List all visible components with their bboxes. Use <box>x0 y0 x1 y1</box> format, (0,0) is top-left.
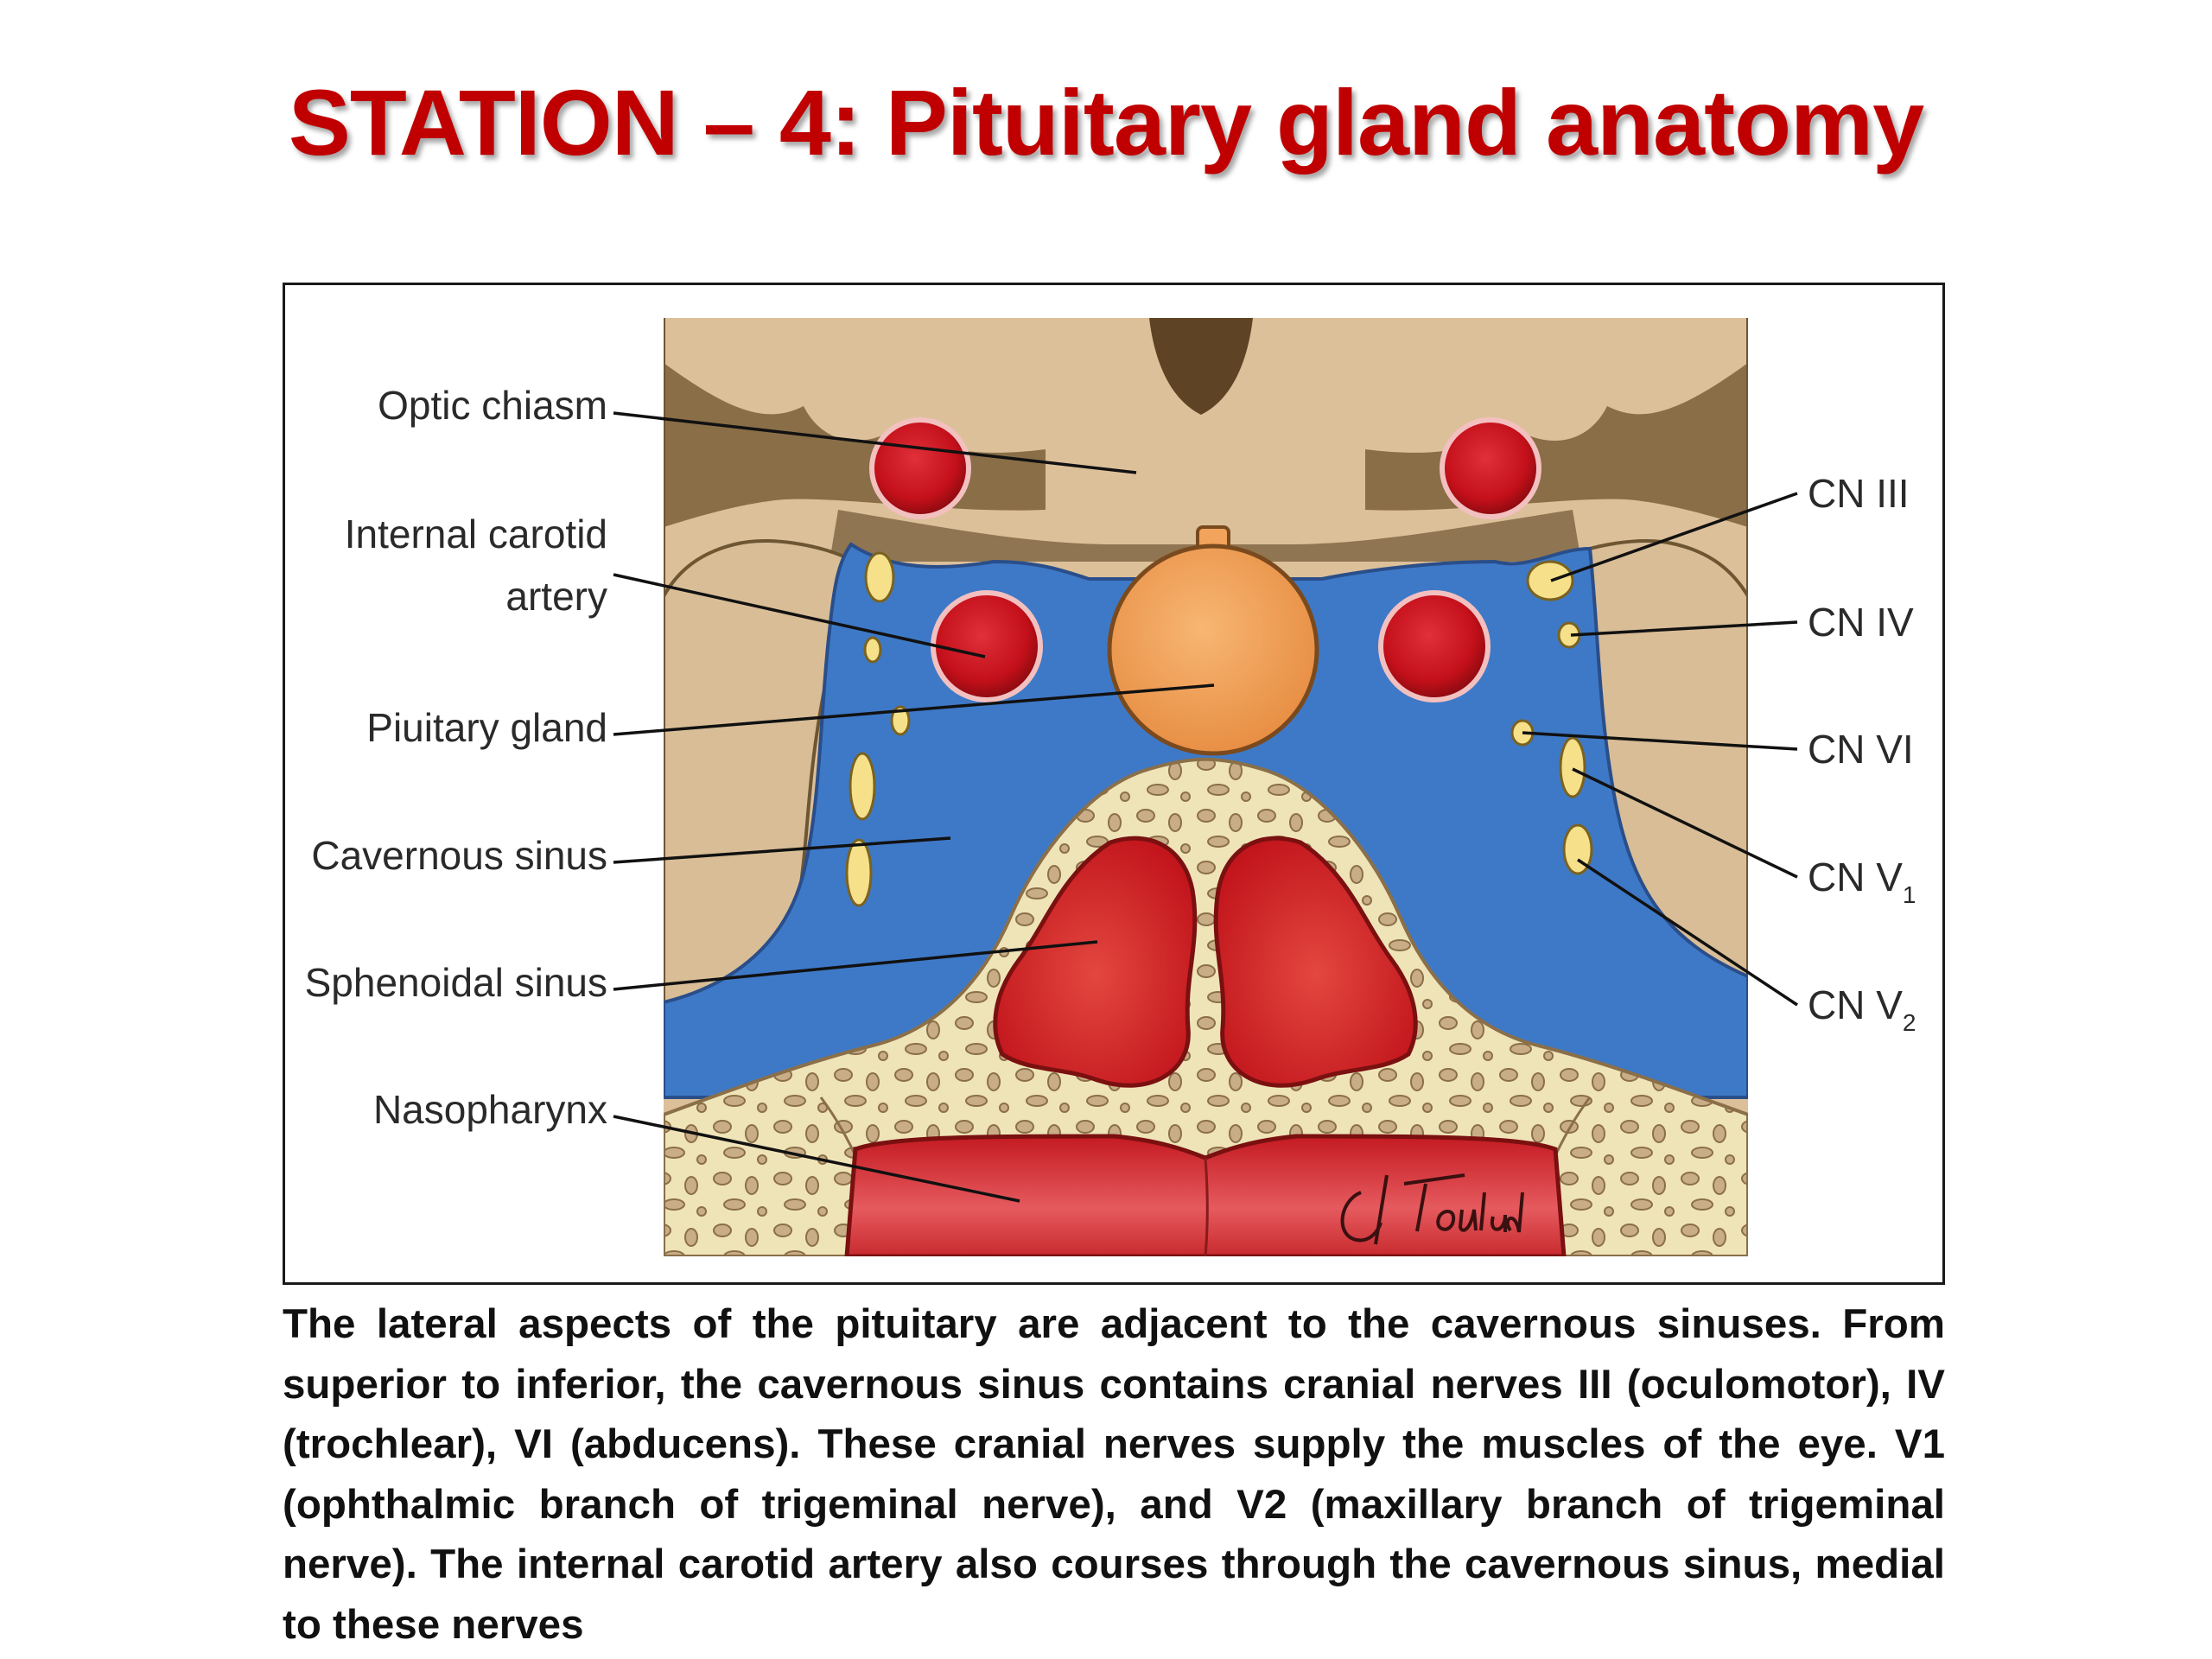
diagram-svg: Optic chiasm Internal carotid artery Piu… <box>305 318 1916 1256</box>
sphenoidal-sinus-right <box>1213 836 1418 1088</box>
midline-fissure <box>1149 318 1253 415</box>
leader-cavernous-sinus <box>613 836 951 864</box>
nerve-cn3-right <box>1526 560 1574 601</box>
leader-cn-v2 <box>1577 858 1798 1007</box>
leader-lines <box>613 411 1798 1203</box>
nerve-left-4 <box>849 752 876 821</box>
nasopharynx <box>844 1134 1567 1256</box>
artery-upper-right <box>1440 417 1541 519</box>
leader-cn-v1 <box>1572 767 1798 879</box>
caption-text: The lateral aspects of the pituitary are… <box>283 1301 1945 1648</box>
label-cn-iii: CN III <box>1808 471 1910 516</box>
label-cn-v1-main: CN V <box>1808 855 1903 899</box>
label-optic-chiasm: Optic chiasm <box>378 383 607 428</box>
sphenoid-bone <box>664 757 1748 1256</box>
artery-upper-left <box>869 417 971 519</box>
nerve-v2-right <box>1562 823 1593 875</box>
leader-pituitary-gland <box>613 683 1215 736</box>
internal-carotid-left <box>931 590 1043 702</box>
nerve-left-1 <box>864 551 895 603</box>
leader-optic-chiasm <box>613 411 1137 474</box>
label-internal-carotid: Internal carotid <box>345 512 607 556</box>
label-cn-v2-main: CN V <box>1808 982 1903 1027</box>
artist-signature <box>1340 1173 1524 1245</box>
label-artery: artery <box>505 574 607 619</box>
label-cn-v1-sub: 1 <box>1903 881 1916 908</box>
leader-cn-iii <box>1550 492 1798 582</box>
illustration-panel <box>664 318 1748 1256</box>
label-cn-v2: CN V2 <box>1808 982 1916 1036</box>
internal-carotid-right <box>1378 590 1491 702</box>
label-nasopharynx: Nasopharynx <box>373 1087 607 1132</box>
nerve-left-5 <box>845 838 873 907</box>
nerve-left-2 <box>863 636 882 664</box>
sphenoidal-sinus-left <box>993 836 1198 1088</box>
slide-title: STATION – 4: Pituitary gland anatomy <box>288 70 1924 175</box>
pituitary-gland <box>1107 543 1319 756</box>
label-sphenoidal-sinus: Sphenoidal sinus <box>305 960 607 1005</box>
label-cn-iv: CN IV <box>1808 600 1914 645</box>
label-cavernous-sinus: Cavernous sinus <box>311 833 607 878</box>
label-pituitary-gland: Piuitary gland <box>366 705 607 750</box>
nerve-left-3 <box>890 705 911 736</box>
nasopharynx-midline <box>1204 1157 1209 1256</box>
pituitary-diagram: Optic chiasm Internal carotid artery Piu… <box>283 283 1945 1285</box>
label-cn-v2-sub: 2 <box>1903 1009 1916 1036</box>
diaphragma-sellae <box>830 510 1581 562</box>
leader-internal-carotid <box>613 573 986 658</box>
nerve-v1-right <box>1559 736 1586 798</box>
leader-sphenoidal-sinus <box>613 940 1098 991</box>
leader-cn-iv <box>1570 620 1798 637</box>
label-cn-v1: CN V1 <box>1808 855 1916 908</box>
label-cn-vi: CN VI <box>1808 727 1914 772</box>
leader-nasopharynx <box>613 1115 1020 1203</box>
leader-cn-vi <box>1522 731 1798 751</box>
